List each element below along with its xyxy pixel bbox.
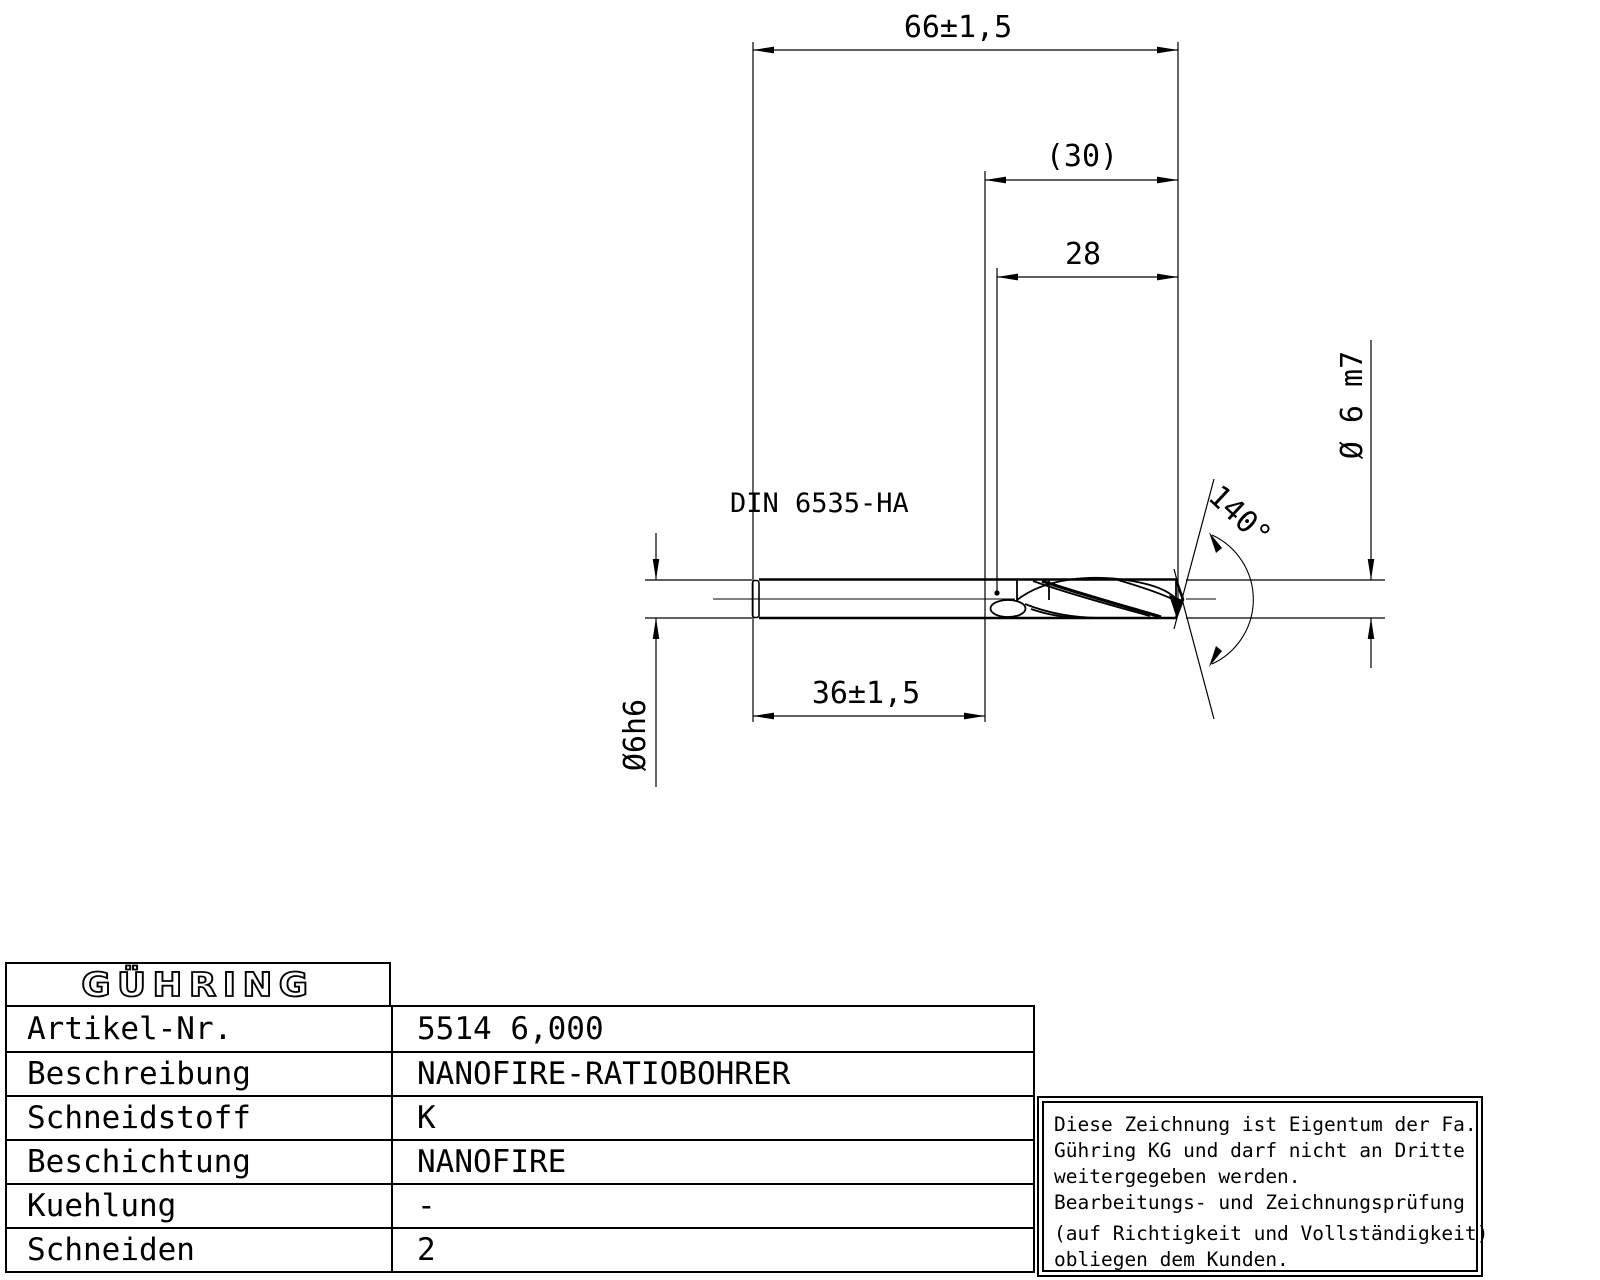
ext-reference-dot <box>994 590 1000 596</box>
dim-text-overall-length: 66±1,5 <box>904 10 1012 45</box>
disclaimer-line: (auf Richtigkeit und Vollständigkeit) <box>1054 1222 1489 1245</box>
helix-band-1 <box>1041 579 1162 619</box>
dim-text-cutting-diameter: Ø 6 m7 <box>1335 351 1370 459</box>
dim-text-flute-ref: (30) <box>1046 139 1118 174</box>
helix-line-4 <box>1030 608 1087 619</box>
row-label: Schneiden <box>27 1232 195 1268</box>
angle-arrow-lower <box>1209 646 1222 667</box>
row-value: NANOFIRE-RATIOBOHRER <box>417 1056 791 1092</box>
row-value: 2 <box>417 1232 436 1268</box>
brand-logo-box: GÜHRING <box>5 962 391 1005</box>
brand-logo: GÜHRING <box>80 964 315 1005</box>
table-row: Kuehlung - <box>7 1183 1033 1227</box>
disclaimer-line: obliegen dem Kunden. <box>1054 1248 1289 1271</box>
arrow-28-right <box>1157 273 1178 281</box>
disclaimer-line: Bearbeitungs- und Zeichnungsprüfung <box>1054 1191 1465 1214</box>
spec-table: Artikel-Nr. 5514 6,000 Beschreibung NANO… <box>5 1005 1035 1273</box>
dim-text-flute-length: 28 <box>1065 237 1101 272</box>
dimension-shank-length: 36±1,5 <box>753 676 985 720</box>
helix-line-3 <box>1024 603 1103 619</box>
dimension-flute-length: 28 <box>997 237 1178 281</box>
drill-outline <box>759 578 1185 620</box>
table-row: Beschichtung NANOFIRE <box>7 1139 1033 1183</box>
row-label: Beschichtung <box>27 1144 251 1180</box>
disclaimer-inner-border: Diese Zeichnung ist Eigentum der Fa. Güh… <box>1042 1101 1489 1272</box>
table-row: Schneidstoff K <box>7 1095 1033 1139</box>
angle-line-lower <box>1173 568 1215 720</box>
row-label: Schneidstoff <box>27 1100 251 1136</box>
disclaimer-line: weitergegeben werden. <box>1054 1165 1301 1188</box>
arrow-6h6-top <box>652 559 660 580</box>
extension-lines <box>645 42 1385 722</box>
disclaimer-line: Diese Zeichnung ist Eigentum der Fa. <box>1054 1113 1477 1136</box>
arrow-6h6-bottom <box>652 618 660 639</box>
helix-line-1 <box>1016 577 1179 602</box>
tip-shading <box>1169 595 1183 616</box>
table-row: Schneiden 2 <box>7 1227 1033 1271</box>
row-label: Beschreibung <box>27 1056 251 1092</box>
helix-line-2 <box>1032 580 1151 617</box>
dimension-shank-diameter: Ø6h6 <box>618 533 660 787</box>
disclaimer-line: Gühring KG und darf nicht an Dritte <box>1054 1139 1465 1162</box>
arrow-6m7-top <box>1367 559 1375 580</box>
row-label: Artikel-Nr. <box>27 1011 233 1047</box>
table-row: Beschreibung NANOFIRE-RATIOBOHRER <box>7 1051 1033 1095</box>
arrow-66-left <box>753 46 774 54</box>
angle-line-upper <box>1173 478 1215 630</box>
arrow-30-left <box>985 176 1006 184</box>
technical-drawing: 66±1,5 (30) 28 36±1,5 <box>618 10 1385 787</box>
standard-label: DIN 6535-HA <box>730 488 909 519</box>
flute-runout-oval <box>989 599 1027 618</box>
row-value: K <box>417 1100 436 1136</box>
arrow-36-left <box>753 712 774 720</box>
table-row: Artikel-Nr. 5514 6,000 <box>7 1007 1033 1051</box>
arrow-6m7-bottom <box>1367 618 1375 639</box>
angle-arc <box>1211 534 1254 665</box>
dim-text-shank-length: 36±1,5 <box>812 676 920 711</box>
arrow-66-right <box>1157 46 1178 54</box>
disclaimer-box: Diese Zeichnung ist Eigentum der Fa. Güh… <box>1037 1096 1489 1277</box>
row-value: - <box>417 1188 436 1224</box>
row-value: NANOFIRE <box>417 1144 567 1180</box>
row-label: Kuehlung <box>27 1188 177 1224</box>
arrow-30-right <box>1157 176 1178 184</box>
dimension-overall-length: 66±1,5 <box>753 10 1178 54</box>
angle-arrow-upper <box>1209 532 1222 553</box>
row-value: 5514 6,000 <box>417 1011 604 1047</box>
dim-text-shank-diameter: Ø6h6 <box>618 699 653 771</box>
dimension-cutting-diameter: Ø 6 m7 <box>1335 340 1375 668</box>
dimension-flute-ref: (30) <box>985 139 1178 184</box>
arrow-36-right <box>964 712 985 720</box>
arrow-28-left <box>997 273 1018 281</box>
drill-flutes <box>989 577 1183 619</box>
